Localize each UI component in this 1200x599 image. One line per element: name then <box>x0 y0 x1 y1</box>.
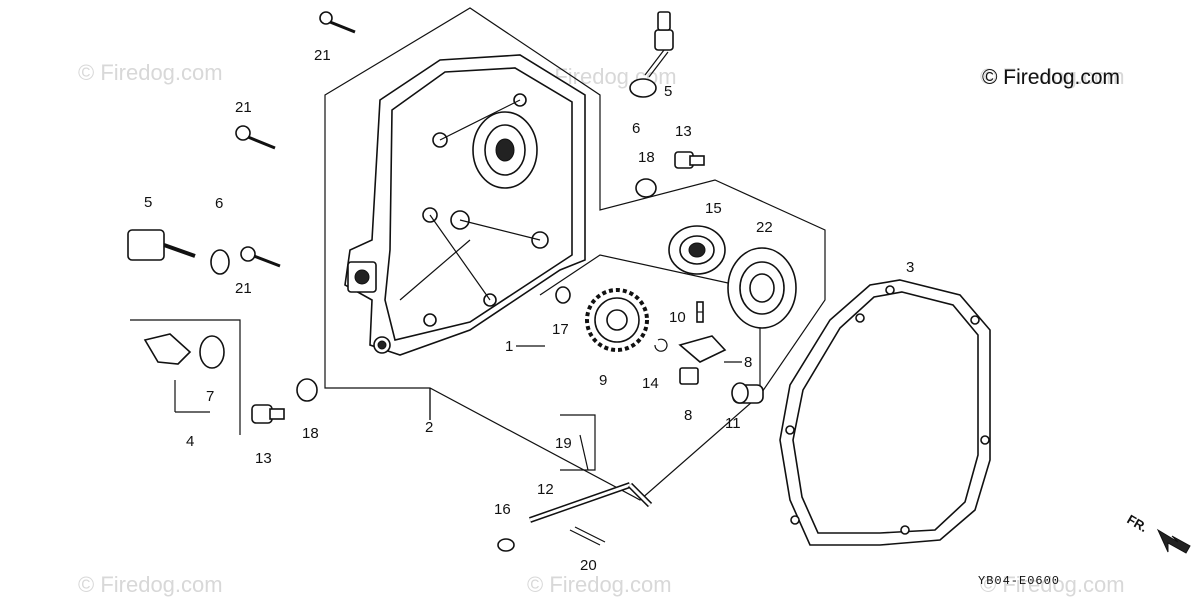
callout-5: 5 <box>664 83 672 100</box>
callout-8: 8 <box>684 407 692 424</box>
watermark: © Firedog.com <box>78 572 223 597</box>
governor-shaft <box>731 382 764 404</box>
callout-21: 21 <box>235 99 252 116</box>
governor-arm-shaft <box>529 482 653 523</box>
cotter-pin <box>579 434 589 471</box>
watermark: © Firedog.com <box>78 60 223 85</box>
callout-10: 10 <box>669 309 686 326</box>
front-label: FR. <box>1125 512 1151 535</box>
callout-15: 15 <box>705 200 722 217</box>
radial-ball-bearing <box>727 247 797 329</box>
drain-washer-left <box>296 378 318 402</box>
governor-weight <box>678 335 727 363</box>
plug-group-outline <box>130 319 241 435</box>
callout-5: 5 <box>144 194 152 211</box>
callout-7: 7 <box>206 388 214 405</box>
callout-18: 18 <box>302 425 319 442</box>
callout-22: 22 <box>756 219 773 236</box>
washer <box>629 78 657 98</box>
callout-21: 21 <box>235 280 252 297</box>
callout-6: 6 <box>215 195 223 212</box>
callout-1: 1 <box>505 338 513 355</box>
governor-slider <box>679 367 699 385</box>
oil-filler-o-ring <box>199 335 225 369</box>
drain-washer <box>635 178 657 198</box>
front-arrow-icon <box>1156 528 1191 554</box>
washer <box>555 286 571 304</box>
callout-13: 13 <box>255 450 272 467</box>
front-direction-indicator: FR. <box>1125 512 1191 554</box>
callout-2: 2 <box>425 419 433 436</box>
copyright-text: © Firedog.com <box>982 66 1120 89</box>
callout-17: 17 <box>552 321 569 338</box>
bolt-left-mid <box>235 125 276 150</box>
oil-filler-cap <box>143 333 192 365</box>
callout-3: 3 <box>906 259 914 276</box>
callout-18: 18 <box>638 149 655 166</box>
crankcase-cover <box>344 54 586 356</box>
callout-20: 20 <box>580 557 597 574</box>
governor-gear <box>585 288 649 352</box>
oil-sensor-switch <box>644 11 674 78</box>
diagram-code: YB04-E0600 <box>978 574 1060 588</box>
crankcase-gasket <box>779 279 991 546</box>
callout-13: 13 <box>675 123 692 140</box>
bolt-left-low <box>240 246 281 268</box>
lever-group-outline <box>560 414 596 471</box>
hitch-pin <box>569 526 606 546</box>
drain-bolt-left <box>251 404 285 424</box>
assembly-group-outline <box>324 7 826 501</box>
callout-19: 19 <box>555 435 572 452</box>
callout-21: 21 <box>314 47 331 64</box>
clip <box>654 338 668 352</box>
callout-6: 6 <box>632 120 640 137</box>
callout-4: 4 <box>186 433 194 450</box>
callout-14: 14 <box>642 375 659 392</box>
watermark: © Firedog.com <box>980 64 1125 89</box>
oil-level-switch <box>127 229 196 261</box>
nut <box>497 538 515 552</box>
callout-8: 8 <box>744 354 752 371</box>
washer <box>210 249 230 275</box>
bolt-left-top <box>319 11 356 34</box>
watermark: © Firedog.com <box>980 572 1125 597</box>
callout-16: 16 <box>494 501 511 518</box>
callout-12: 12 <box>537 481 554 498</box>
callout-9: 9 <box>599 372 607 389</box>
oil-seal <box>668 225 726 275</box>
drain-bolt <box>674 151 705 169</box>
callout-11: 11 <box>725 415 741 432</box>
watermark: © Firedog.com <box>527 572 672 597</box>
governor-group-outline <box>539 254 761 395</box>
